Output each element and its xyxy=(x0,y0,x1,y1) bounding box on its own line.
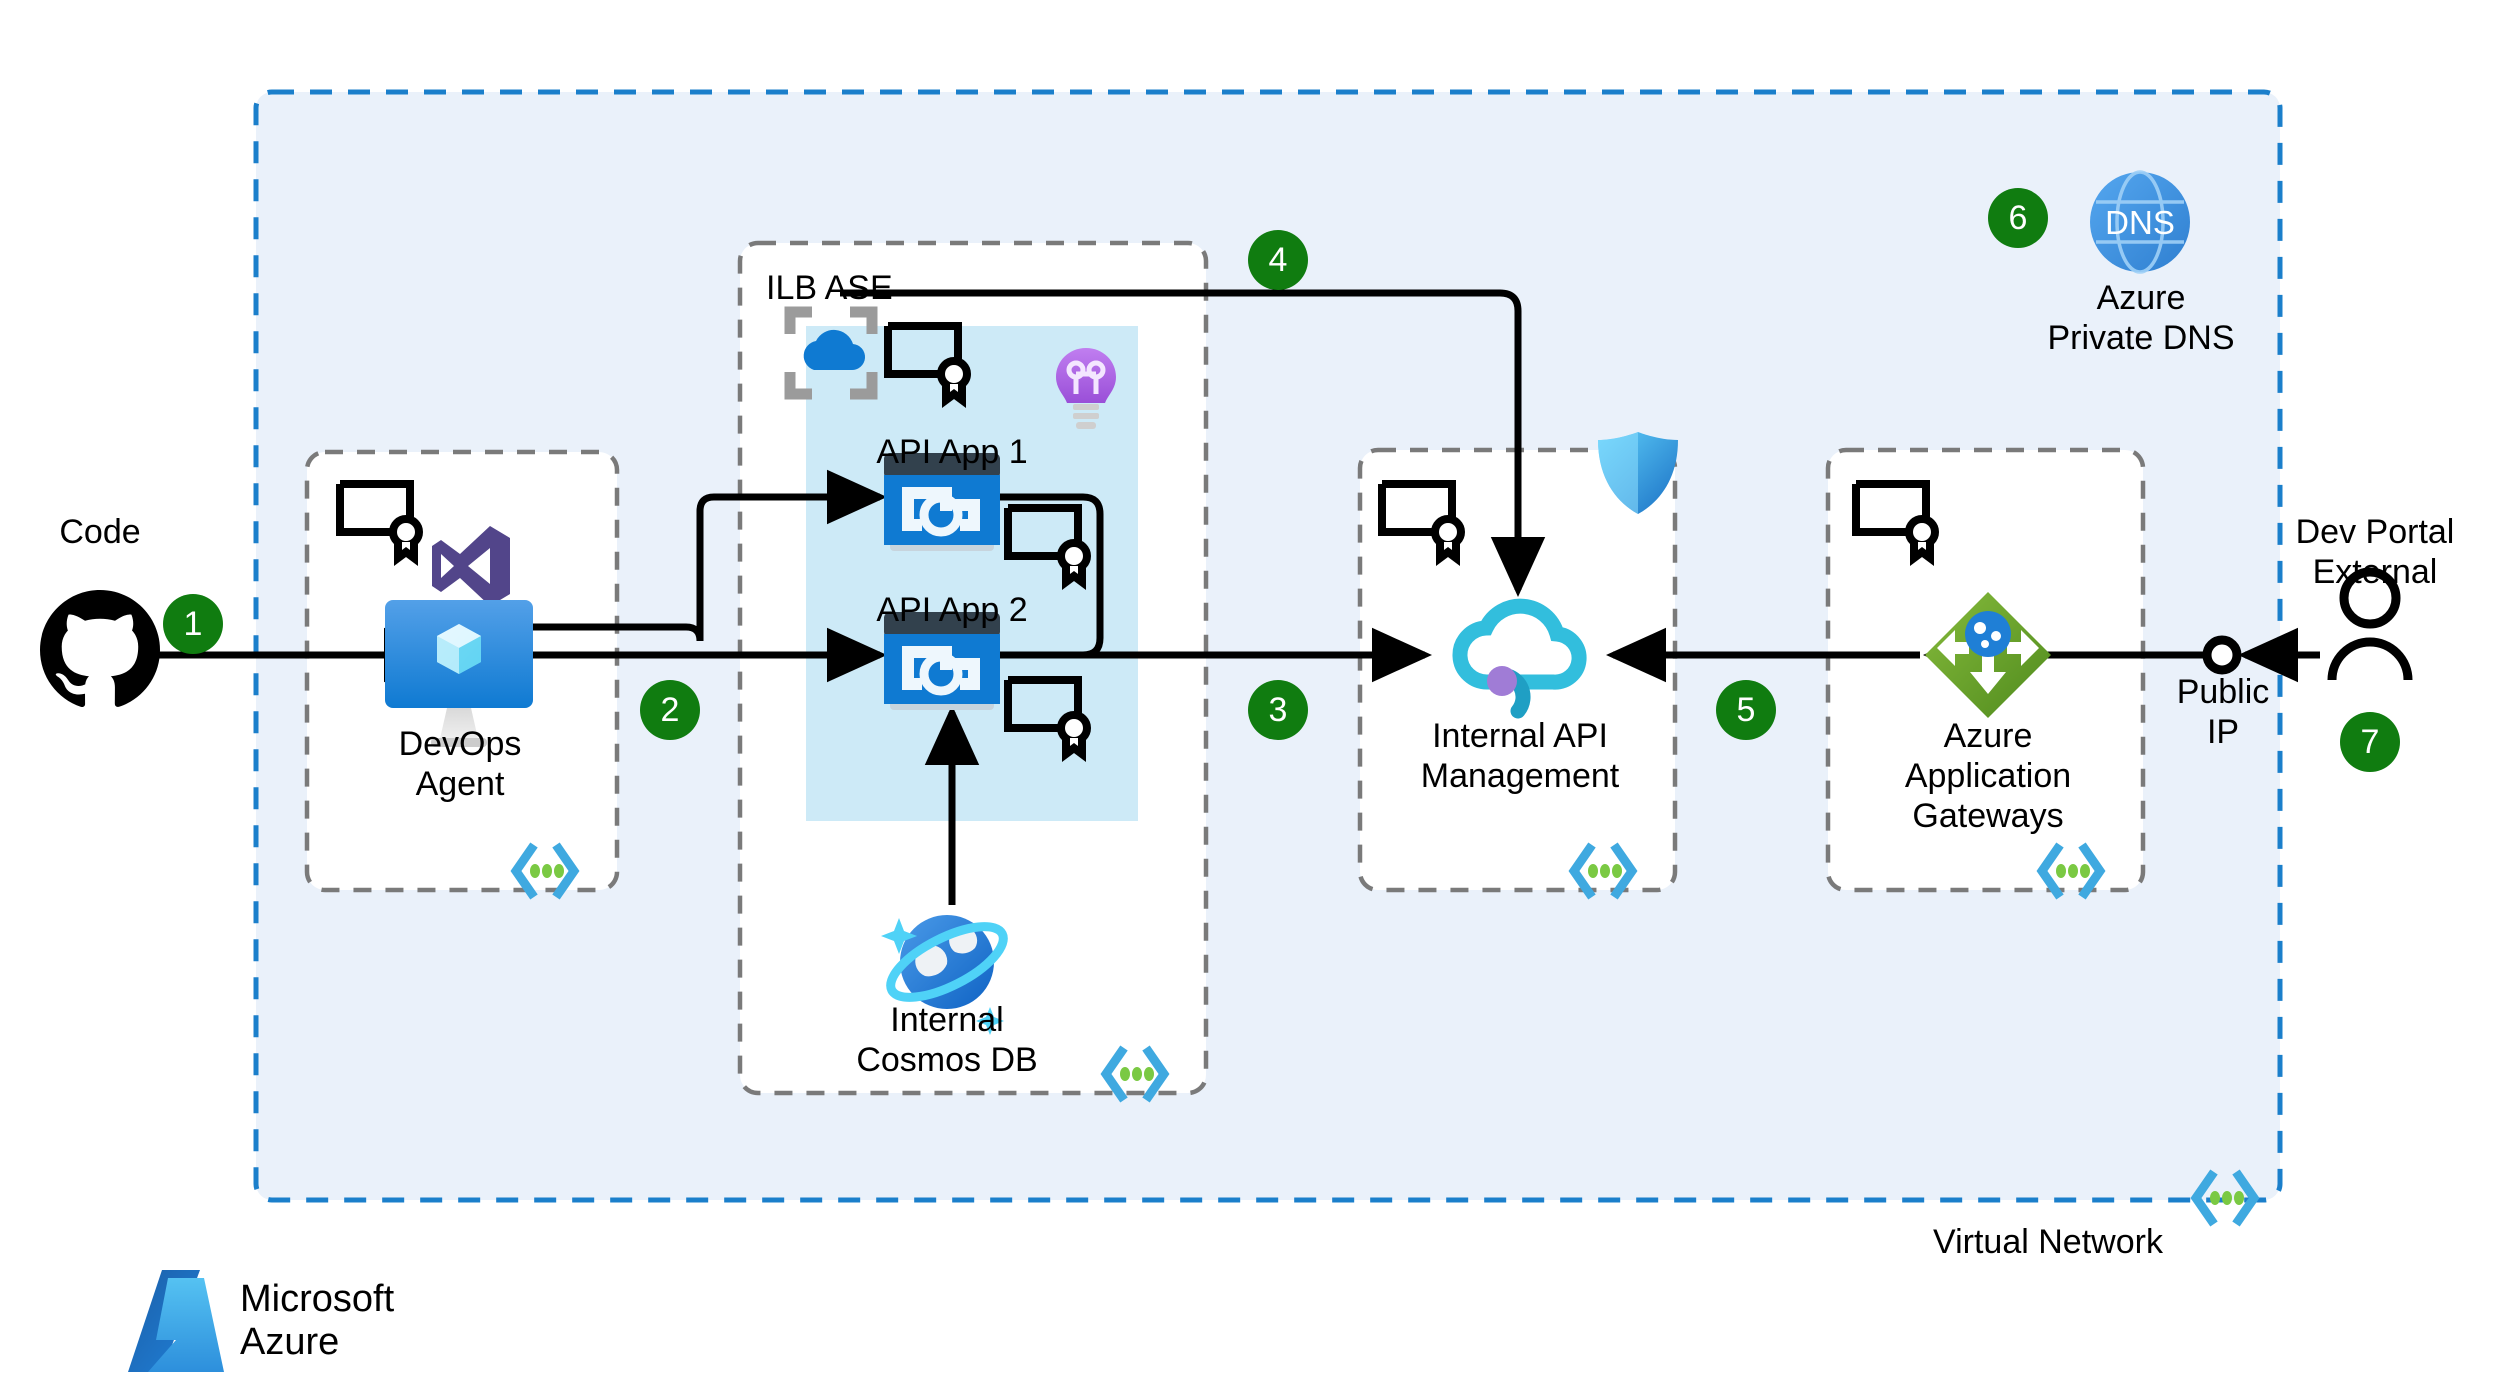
vnet-subnet-icon xyxy=(1100,1045,1170,1103)
vnet-subnet-icon xyxy=(2190,1169,2260,1227)
certificate-icon xyxy=(1004,504,1091,590)
github-icon xyxy=(40,590,160,708)
node-label-public-ip: Public IP xyxy=(2176,673,2270,752)
api-app-icon-1 xyxy=(884,453,1000,551)
svg-text:DNS: DNS xyxy=(2105,204,2175,241)
step-badge-1: 1 xyxy=(163,594,223,654)
public-ip-node-icon xyxy=(2202,635,2242,675)
node-label-api-app-2: API App 2 xyxy=(876,591,1028,629)
vnet-subnet-icons-group xyxy=(510,842,2260,1227)
flow-devops-to-apiapp1 xyxy=(530,469,888,642)
vnet-subnet-icon xyxy=(510,842,580,900)
azure-logo-icon xyxy=(128,1270,224,1372)
step-badge-5: 5 xyxy=(1716,680,1776,740)
node-label-dev-portal-external: Dev Portal External xyxy=(2295,513,2455,592)
brand-label: Microsoft Azure xyxy=(240,1278,395,1363)
certificate-icon xyxy=(336,480,423,566)
step-badge-7: 7 xyxy=(2340,712,2400,772)
app-service-environment-icon xyxy=(784,306,878,400)
certificate-icons-group xyxy=(336,322,1939,762)
node-label-api-app-1: API App 1 xyxy=(876,433,1028,471)
cosmos-db-icon xyxy=(881,915,1008,1035)
node-label-internal-cosmos-db: Internal Cosmos DB xyxy=(856,1001,1038,1080)
vnet-subnet-icon xyxy=(1568,842,1638,900)
node-label-devops-agent: DevOps Agent xyxy=(398,725,522,804)
node-label-azure-private-dns: Azure Private DNS xyxy=(2047,279,2235,358)
app-service-plan-bulb-icon xyxy=(1056,348,1116,429)
node-label-code: Code xyxy=(59,513,141,551)
virtual-machine-icon xyxy=(385,600,533,747)
visual-studio-icon xyxy=(432,526,510,606)
dns-globe-icon: DNS xyxy=(2090,170,2190,274)
shield-icon xyxy=(1598,432,1678,514)
api-app-icon-2 xyxy=(884,612,1000,710)
step-badge-2: 2 xyxy=(640,680,700,740)
boundary-label-virtual-network: Virtual Network xyxy=(1933,1223,2163,1261)
flow-ilbase-to-apim xyxy=(840,289,1546,598)
certificate-icon xyxy=(1004,676,1091,762)
step-badge-4: 4 xyxy=(1248,230,1308,290)
user-icon xyxy=(2327,567,2413,681)
step-badge-6: 6 xyxy=(1988,188,2048,248)
api-management-icon xyxy=(1452,598,1587,719)
application-gateway-icon xyxy=(1925,592,2051,718)
microsoft-azure-brand: Microsoft Azure xyxy=(128,1268,394,1374)
vnet-subnet-icon xyxy=(2036,842,2106,900)
certificate-icon xyxy=(884,322,971,408)
node-label-azure-application-gateways: Azure Application Gateways xyxy=(1904,717,2072,836)
boundary-label-ilb-ase: ILB ASE xyxy=(766,269,893,307)
node-label-internal-api-management: Internal API Management xyxy=(1420,717,1620,796)
certificate-icon xyxy=(1378,480,1465,566)
step-badge-3: 3 xyxy=(1248,680,1308,740)
certificate-icon xyxy=(1852,480,1939,566)
